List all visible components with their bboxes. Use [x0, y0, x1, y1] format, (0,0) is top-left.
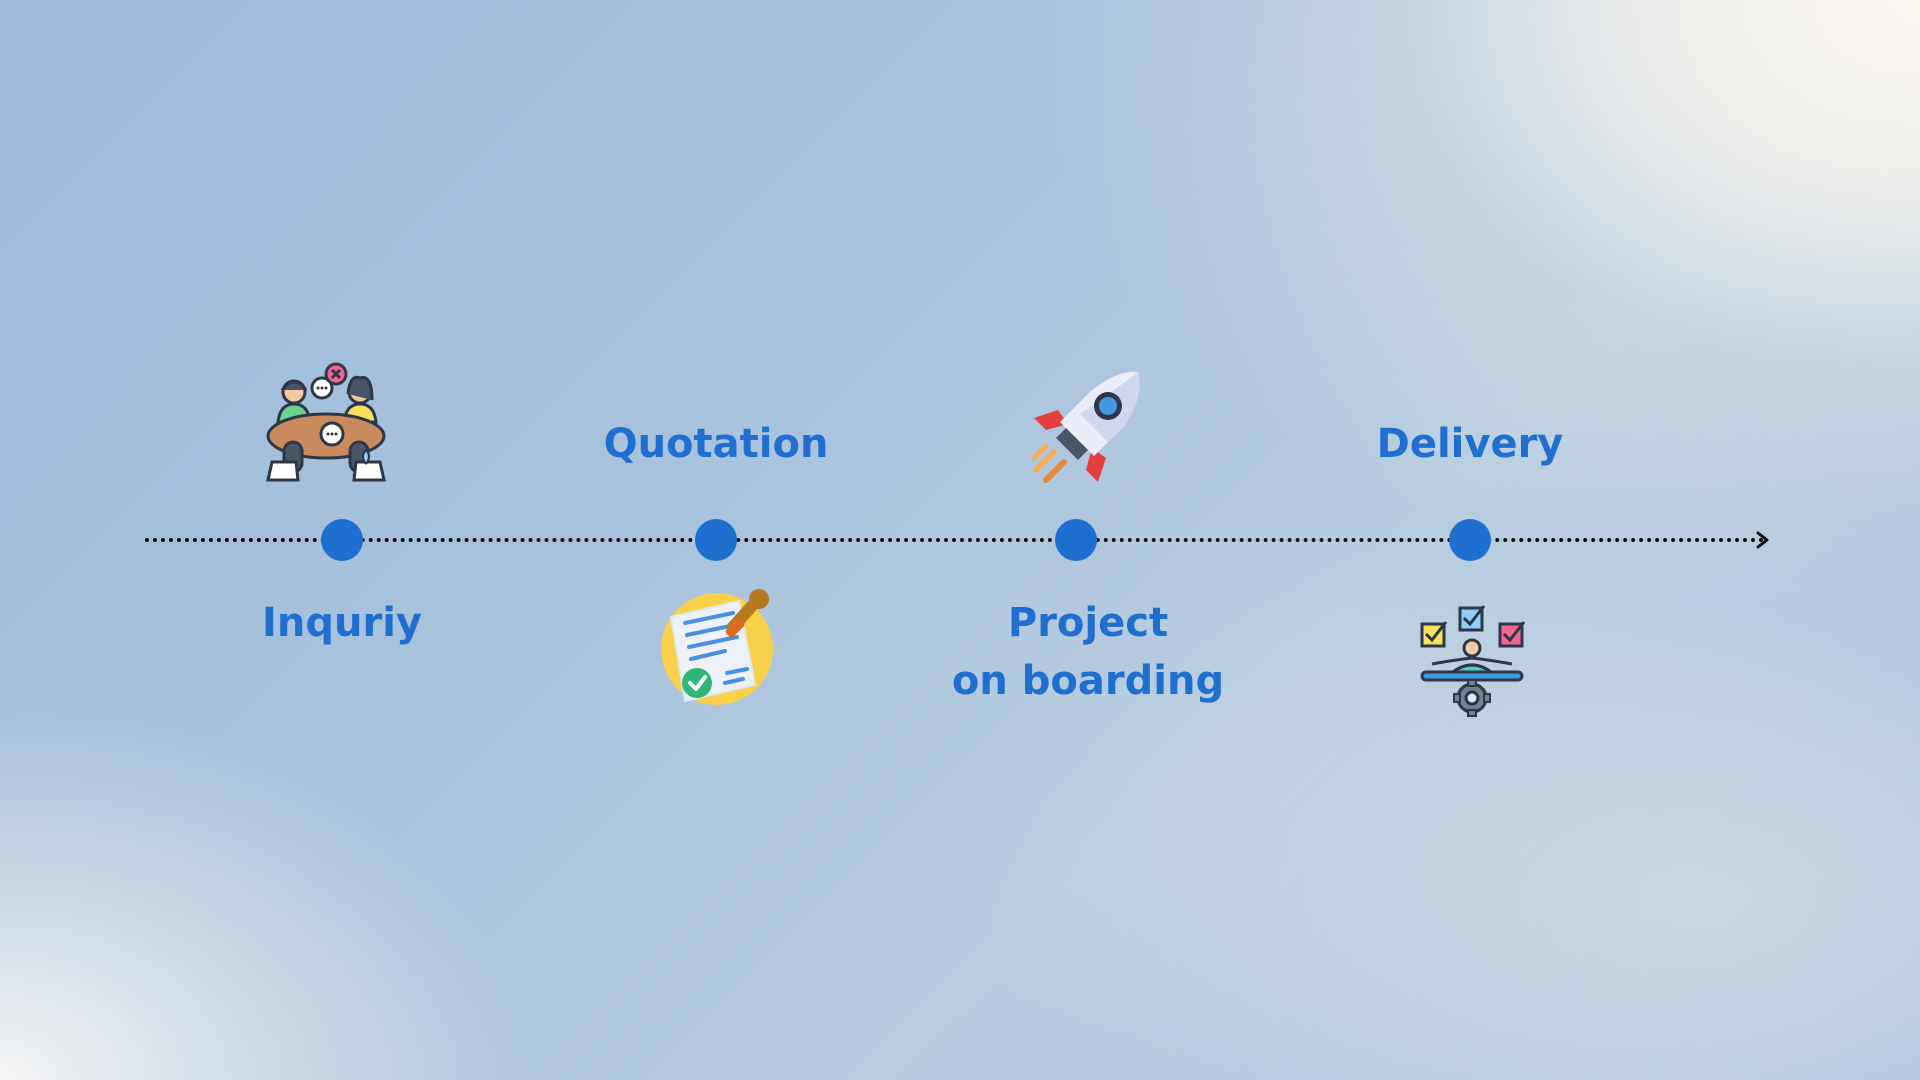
- timeline-node-delivery: [1449, 519, 1491, 561]
- step-label-onboarding-line1: Project: [1007, 600, 1169, 646]
- timeline-node-onboarding: [1055, 519, 1097, 561]
- approved-document-icon: [661, 589, 773, 705]
- step-label-onboarding-line2: on boarding: [951, 658, 1225, 704]
- timeline-line: [145, 538, 1765, 542]
- task-checklist-icon: [1420, 605, 1526, 717]
- timeline-node-quotation: [695, 519, 737, 561]
- timeline-node-inquiry: [321, 519, 363, 561]
- step-label-quotation: Quotation: [603, 421, 829, 467]
- step-label-delivery: Delivery: [1376, 421, 1564, 467]
- meeting-icon: [266, 362, 386, 482]
- step-label-inquiry: Inquriy: [262, 600, 422, 646]
- rocket-icon: [1031, 371, 1140, 483]
- arrow-head-icon: [1756, 531, 1769, 549]
